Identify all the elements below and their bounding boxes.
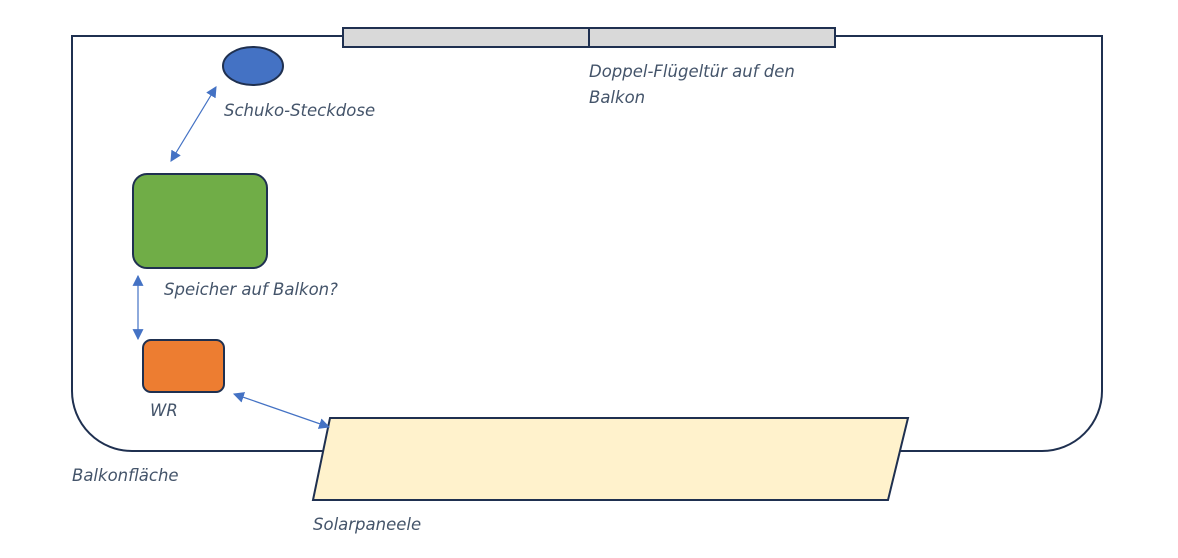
balcony-label: Balkonfläche xyxy=(72,466,179,485)
solar-panel-shape xyxy=(311,417,910,501)
solar-label: Solarpaneele xyxy=(313,515,421,534)
storage-shape xyxy=(132,173,268,269)
inverter-shape xyxy=(142,339,225,393)
arrow-socket-storage xyxy=(170,86,217,162)
door-label-line1: Doppel-Flügeltür auf den xyxy=(589,62,795,81)
socket-label: Schuko-Steckdose xyxy=(224,101,375,120)
double-door xyxy=(342,27,836,48)
arrow-inverter-solar xyxy=(232,392,331,429)
storage-label: Speicher auf Balkon? xyxy=(164,280,338,299)
socket-shape xyxy=(222,46,284,86)
inverter-label: WR xyxy=(150,401,178,420)
door-label-line2: Balkon xyxy=(589,88,645,107)
balcony-area xyxy=(71,35,1103,452)
